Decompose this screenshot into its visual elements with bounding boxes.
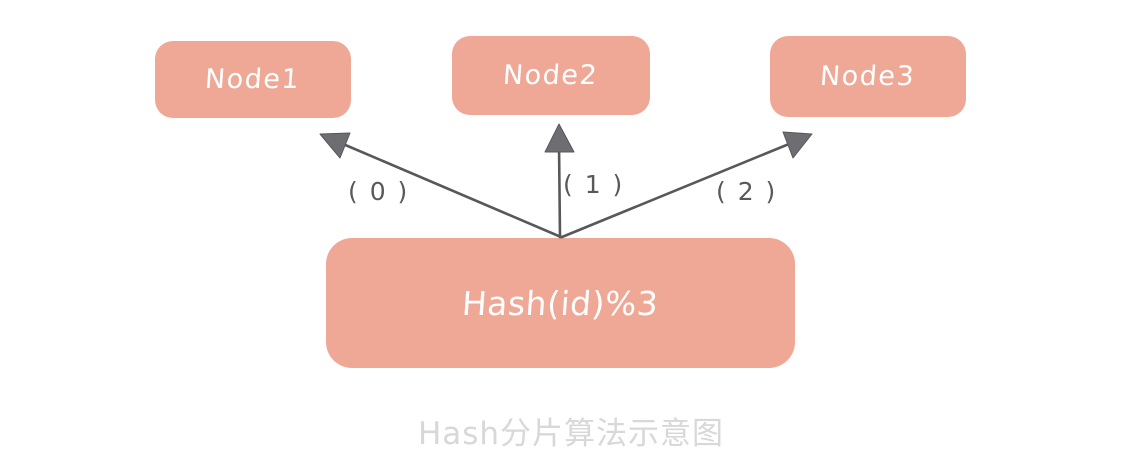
node-box-label: Node1 [204,64,302,95]
hash-function-box[interactable]: Hash(id)%3 [326,238,795,368]
node-box-node2[interactable]: Node2 [452,36,650,115]
arrow-line-node2 [557,142,562,239]
arrow-head-node1 [319,132,351,159]
arrow-head-node2 [544,123,575,153]
edge-label-2: ( 2 ) [716,177,778,206]
edge-label-1: ( 1 ) [563,170,625,199]
edge-label-0: ( 0 ) [348,177,410,206]
node-box-node1[interactable]: Node1 [155,41,351,118]
node-box-label: Node3 [819,61,917,92]
arrow-head-node3 [782,131,813,159]
diagram-caption: Hash分片算法示意图 [417,416,725,452]
node-box-node3[interactable]: Node3 [770,36,966,117]
hash-function-label: Hash(id)%3 [460,283,661,323]
node-box-label: Node2 [502,60,600,91]
